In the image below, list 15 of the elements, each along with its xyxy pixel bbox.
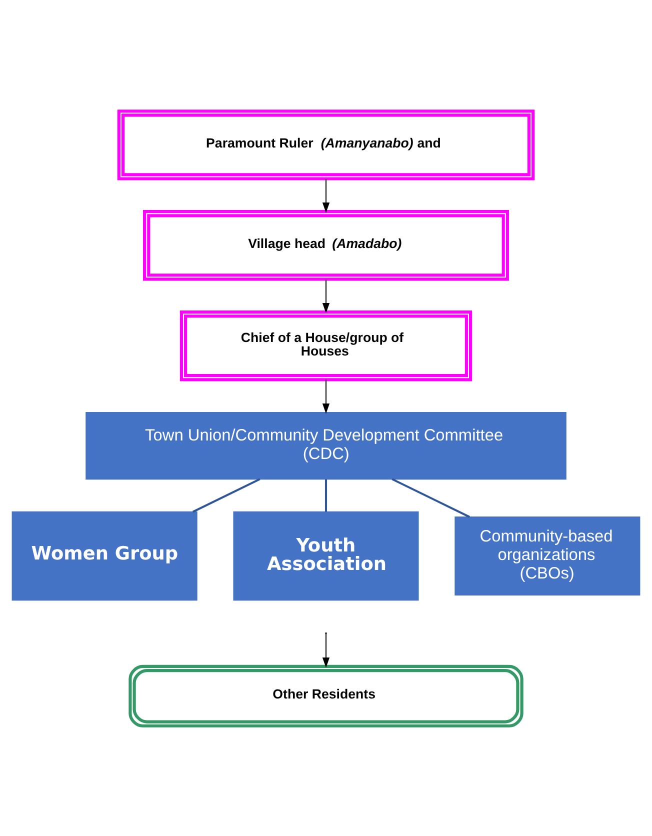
connector [192,478,260,512]
arrow [322,178,330,212]
node-box: Women Group [12,510,198,600]
node-box: Chief of a House/group of Houses [180,310,472,381]
connector [324,478,328,512]
arrow [322,278,330,313]
connector [392,478,470,518]
node-box: Town Union/Community Development Committee (CDC) [86,411,566,480]
arrow [322,633,330,668]
node-box: Community-based organizations (CBOs) [454,516,640,595]
node-box: Other Residents [128,664,524,727]
node-box: Village head (Amadabo) [143,210,509,280]
node-box: Paramount Ruler (Amanyanabo) and [117,109,535,180]
node-box: Youth Association [233,510,419,600]
arrow [322,379,330,414]
